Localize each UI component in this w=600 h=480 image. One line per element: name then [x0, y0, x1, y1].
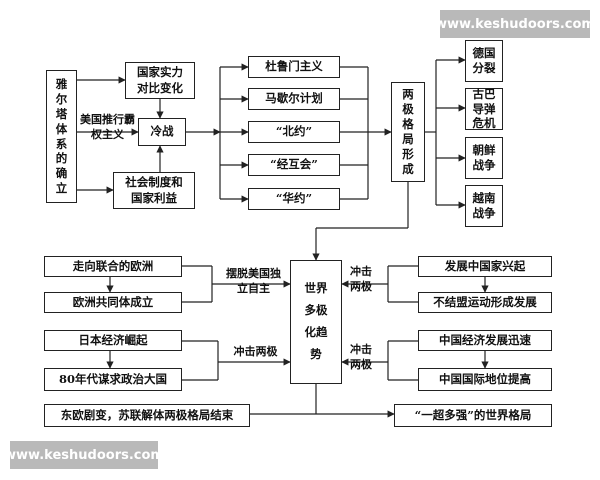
yalta-system-box: 雅尔塔体系的确立 — [46, 70, 77, 203]
developing-box: 发展中国家兴起 — [418, 256, 552, 277]
multipolar-box: 世界多极化趋势 — [290, 260, 342, 384]
china-status-box: 中国国际地位提高 — [418, 368, 552, 391]
social-system-box: 社会制度和国家利益 — [113, 172, 195, 209]
event-germany: 德国分裂 — [465, 40, 503, 82]
japan-rise-box: 日本经济崛起 — [44, 330, 182, 351]
watermark-top: www.keshudoors.com — [435, 10, 595, 38]
event-korea: 朝鲜战争 — [465, 137, 503, 179]
event-cuba: 古巴导弹危机 — [465, 87, 503, 130]
impact-label-china: 冲击两极 — [350, 343, 372, 372]
impact-label-developing: 冲击两极 — [350, 265, 372, 294]
nonaligned-box: 不结盟运动形成发展 — [418, 292, 552, 313]
europe-union-box: 走向联合的欧洲 — [44, 256, 182, 277]
national-strength-box: 国家实力对比变化 — [125, 62, 195, 99]
policy-truman: 杜鲁门主义 — [248, 56, 340, 78]
cold-war-box: 冷战 — [138, 118, 186, 146]
impact-label-japan: 冲击两极 — [233, 345, 278, 358]
event-vietnam: 越南战争 — [465, 185, 503, 227]
bipolar-box: 两极格局形成 — [391, 82, 425, 182]
rid-us-label: 摆脱美国独立自主 — [226, 267, 281, 296]
policy-comecon: “经互会” — [248, 154, 340, 176]
one-superpower-box: “一超多强”的世界格局 — [394, 404, 552, 427]
policy-nato: “北约” — [248, 121, 340, 143]
policy-warsaw: “华约” — [248, 188, 340, 210]
policy-marshall: 马歇尔计划 — [248, 88, 340, 110]
watermark-bottom: www.keshudoors.com — [4, 441, 164, 469]
us-hegemony-label: 美国推行霸权主义 — [80, 113, 135, 142]
china-econ-box: 中国经济发展迅速 — [418, 330, 552, 351]
east-europe-box: 东欧剧变，苏联解体两极格局结束 — [44, 404, 250, 427]
japan-power-box: 80年代谋求政治大国 — [44, 368, 182, 391]
ec-founded-box: 欧洲共同体成立 — [44, 292, 182, 313]
